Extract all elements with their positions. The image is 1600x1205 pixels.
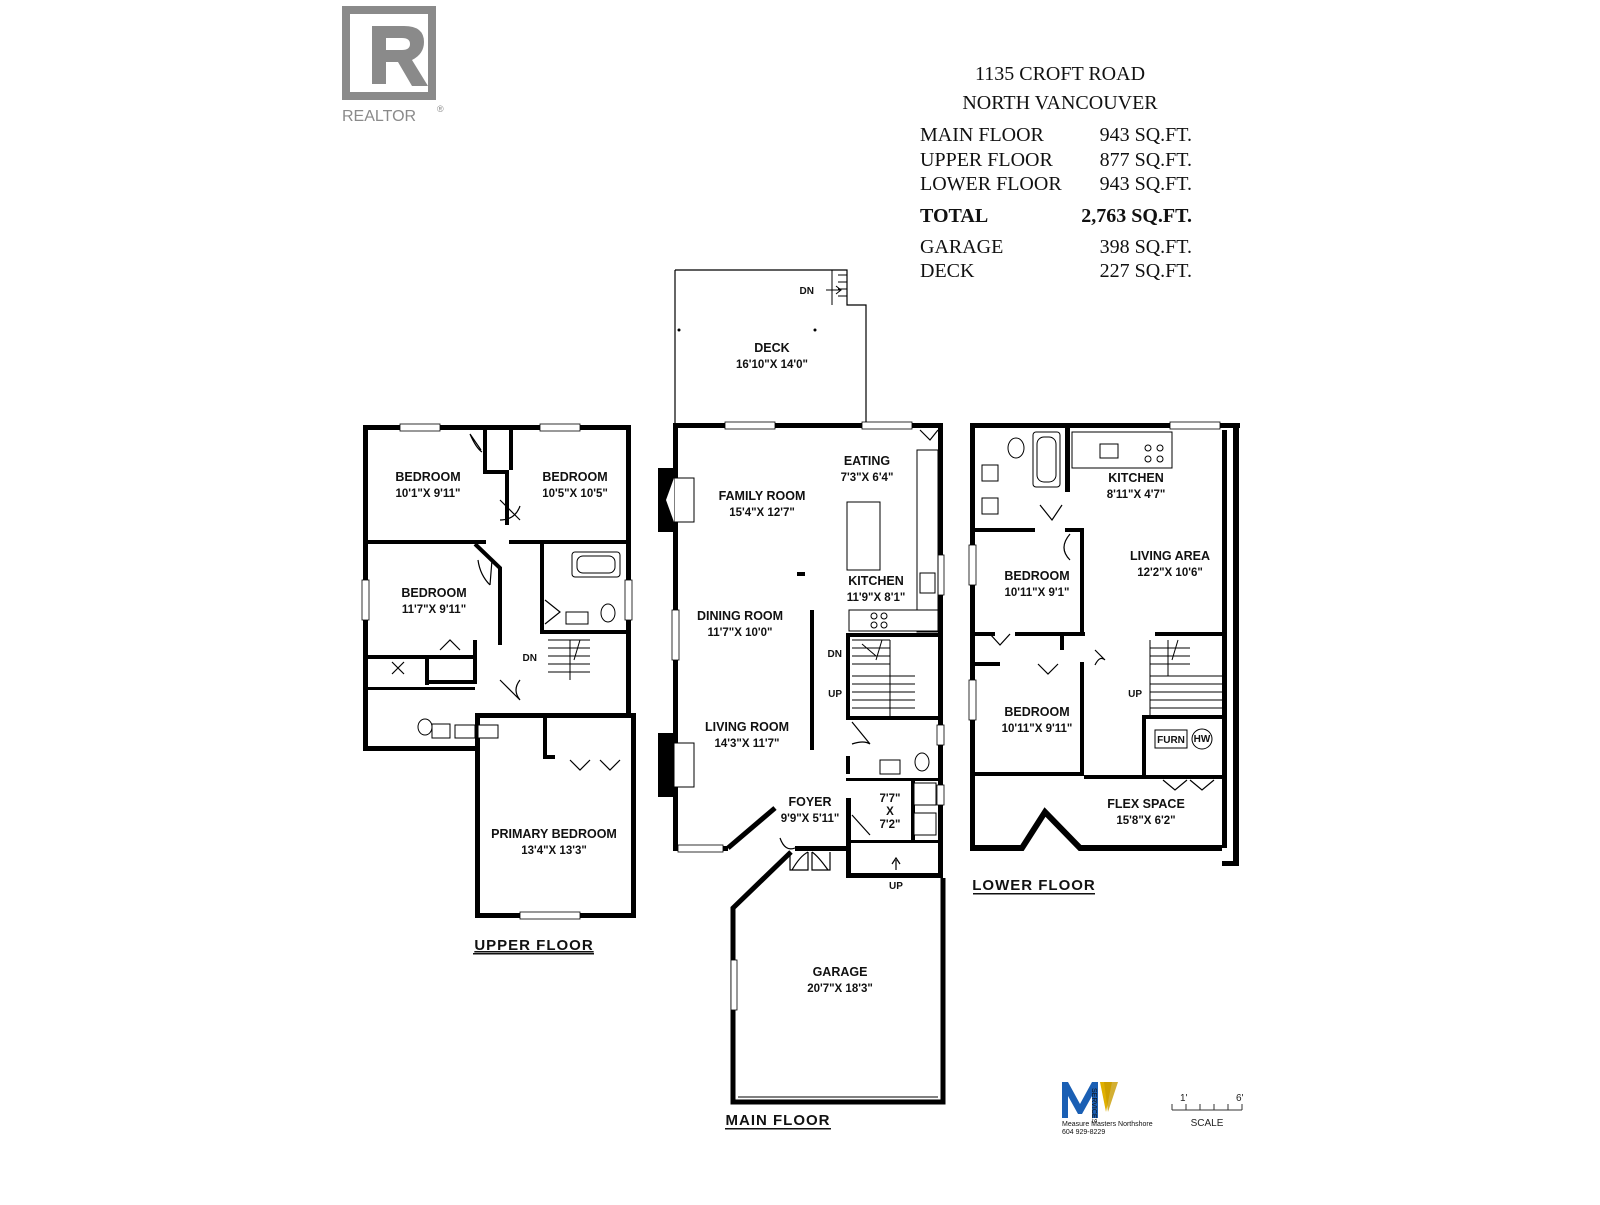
area-table: MAIN FLOOR 943 SQ.FT. UPPER FLOOR 877 SQ… <box>920 124 1192 282</box>
room-dimensions: 16'10"X 14'0" <box>736 359 808 371</box>
room-name: BEDROOM <box>401 586 466 600</box>
room-name: BEDROOM <box>542 470 607 484</box>
extra-label: DECK <box>920 260 975 282</box>
area-value: 943 SQ.FT. <box>1100 124 1192 146</box>
deck-outline <box>674 269 867 425</box>
company-phone: 604 929-8229 <box>1062 1129 1105 1136</box>
room-name: FAMILY ROOM <box>719 489 806 503</box>
room-dimensions: 8'11"X 4'7" <box>1107 489 1166 501</box>
extra-value: 398 SQ.FT. <box>1100 236 1192 258</box>
total-value: 2,763 SQ.FT. <box>1081 205 1192 227</box>
upper-floor-plan: DN BEDROOM 10'1"X 9'11" BEDROOM 10'5"X 1… <box>361 423 636 955</box>
scale-start: 1' <box>1180 1093 1188 1104</box>
room-name: DINING ROOM <box>697 609 783 623</box>
room-dimensions: 15'8"X 6'2" <box>1116 815 1175 827</box>
stair-label: UP <box>828 689 842 700</box>
scale-end: 6' <box>1236 1093 1244 1104</box>
stair-label: UP <box>889 881 903 892</box>
small-room-dim-x: X <box>886 806 894 818</box>
room-dimensions: 7'3"X 6'4" <box>841 472 894 484</box>
room-name: LIVING ROOM <box>705 720 789 734</box>
room-dimensions: 20'7"X 18'3" <box>807 983 873 995</box>
room-dimensions: 12'2"X 10'6" <box>1137 567 1203 579</box>
stair-label: DN <box>800 286 814 297</box>
area-label: UPPER FLOOR <box>920 149 1053 171</box>
stair-label: DN <box>523 653 537 664</box>
room-dimensions: 15'4"X 12'7" <box>729 507 795 519</box>
room-name: PRIMARY BEDROOM <box>491 827 617 841</box>
room-dimensions: 14'3"X 11'7" <box>715 738 780 750</box>
room-name: BEDROOM <box>1004 705 1069 719</box>
room-name: GARAGE <box>813 965 868 979</box>
stair-label: UP <box>1128 689 1142 700</box>
room-name: FLEX SPACE <box>1107 797 1185 811</box>
room-dimensions: 10'1"X 9'11" <box>396 488 461 500</box>
room-dimensions: 10'5"X 10'5" <box>542 488 608 500</box>
room-name: BEDROOM <box>1004 569 1069 583</box>
room-name: EATING <box>844 454 890 468</box>
address-block: 1135 CROFT ROAD NORTH VANCOUVER <box>962 63 1158 114</box>
small-room-dim-1: 7'7" <box>880 793 901 805</box>
address-line-2: NORTH VANCOUVER <box>962 92 1158 114</box>
room-name: KITCHEN <box>848 574 904 588</box>
room-dimensions: 10'11"X 9'1" <box>1005 587 1070 599</box>
scale-bar: 1' 6' SCALE <box>1171 1093 1244 1129</box>
room-dimensions: 11'9"X 8'1" <box>847 592 906 604</box>
scale-label: SCALE <box>1191 1118 1224 1129</box>
lower-floor-plan: UP FURN HW KITCHEN 8'11"X 4'7" LIVING AR… <box>968 421 1240 895</box>
area-value: 877 SQ.FT. <box>1100 149 1192 171</box>
room-name: KITCHEN <box>1108 471 1164 485</box>
room-dimensions: 10'11"X 9'11" <box>1002 723 1073 735</box>
extra-label: GARAGE <box>920 236 1003 258</box>
floor-title: LOWER FLOOR <box>972 877 1096 894</box>
services-tag: SERVICES <box>1090 1088 1097 1124</box>
measure-masters-logo: SERVICES Measure Masters Northshore 604 … <box>1062 1082 1153 1136</box>
garage-walls <box>730 850 946 1105</box>
company-name: Measure Masters Northshore <box>1062 1121 1153 1128</box>
area-label: LOWER FLOOR <box>920 173 1062 195</box>
small-room-dim-2: 7'2" <box>880 819 901 831</box>
floor-title: MAIN FLOOR <box>726 1112 831 1129</box>
extra-value: 227 SQ.FT. <box>1100 260 1192 282</box>
room-name: BEDROOM <box>395 470 460 484</box>
realtor-logo: REALTOR ® <box>342 6 444 125</box>
room-dimensions: 9'9"X 5'11" <box>781 813 840 825</box>
area-label: MAIN FLOOR <box>920 124 1045 146</box>
room-dimensions: 11'7"X 9'11" <box>402 604 466 616</box>
measure-masters-m-icon <box>1062 1082 1098 1118</box>
total-label: TOTAL <box>920 205 988 227</box>
address-line-1: 1135 CROFT ROAD <box>975 63 1145 85</box>
hot-water-label: HW <box>1194 734 1211 745</box>
floor-title: UPPER FLOOR <box>474 937 593 954</box>
stair-label: DN <box>828 649 842 660</box>
area-value: 943 SQ.FT. <box>1100 173 1192 195</box>
room-name: LIVING AREA <box>1130 549 1210 563</box>
room-name: FOYER <box>788 795 831 809</box>
room-dimensions: 11'7"X 10'0" <box>708 627 773 639</box>
furnace-label: FURN <box>1157 735 1185 746</box>
room-name: DECK <box>754 341 789 355</box>
main-floor-plan: DN DECK 16'10"X 14'0" <box>658 269 946 1130</box>
room-dimensions: 13'4"X 13'3" <box>521 845 587 857</box>
realtor-logo-text: REALTOR <box>342 108 416 125</box>
registered-mark: ® <box>437 104 444 114</box>
